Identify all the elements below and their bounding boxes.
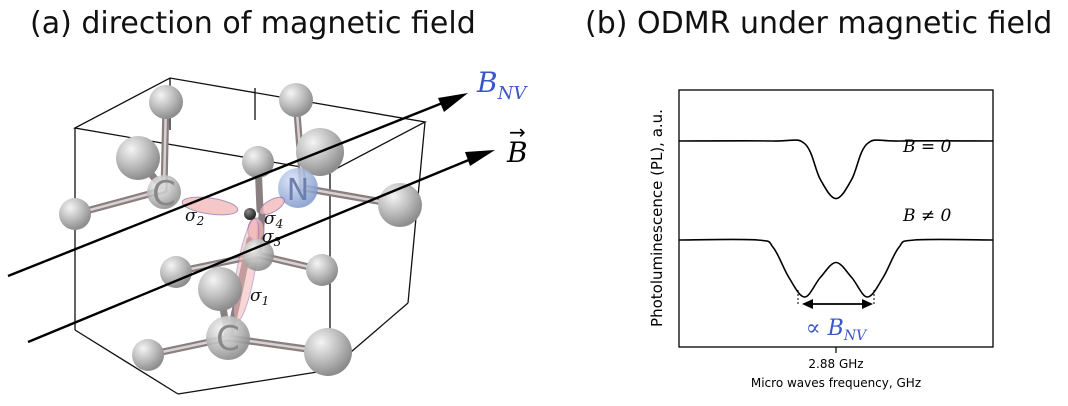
split-arrowhead-right <box>862 299 873 309</box>
carbon-atom-c <box>147 175 181 209</box>
panel-b-title: (b) ODMR under magnetic field <box>585 6 1053 41</box>
carbon-atom <box>306 254 338 286</box>
b-nv-arrowhead <box>438 93 468 112</box>
split-label: ∝ BNV <box>806 316 868 344</box>
b-field-label: B <box>506 136 528 169</box>
carbon-atom <box>149 85 183 119</box>
crystal-diagram: C N C σ2 σ4 σ3 σ1 BNV B → <box>7 66 528 395</box>
x-axis-label: Micro waves frequency, GHz <box>751 376 921 390</box>
vacancy-atom <box>244 208 256 220</box>
odmr-curve-zero-field <box>678 139 994 200</box>
b-vector-arrow: → <box>509 120 526 144</box>
sigma-2-label: σ <box>185 206 197 226</box>
x-tick-label: 2.88 GHz <box>808 357 863 371</box>
carbon-atom <box>304 328 352 376</box>
odmr-curve-nonzero-field <box>678 238 994 298</box>
carbon-atom <box>279 83 313 117</box>
atom-c-label: C <box>152 174 176 214</box>
panel-a-title: (a) direction of magnetic field <box>30 6 476 41</box>
plot-frame <box>678 89 994 348</box>
b-nv-arrow <box>7 98 451 278</box>
carbon-atom <box>242 146 274 178</box>
b-arrowhead <box>465 150 495 166</box>
atom-n-label: N <box>287 173 309 208</box>
sigma-labels: σ2 σ4 σ3 σ1 <box>185 206 283 308</box>
curve-bottom-label: B ≠ 0 <box>902 206 952 226</box>
svg-text:σ4: σ4 <box>264 209 283 231</box>
sigma-1-label: σ <box>250 286 262 306</box>
carbon-atom <box>132 339 164 371</box>
carbon-atom <box>116 136 160 180</box>
curves <box>678 139 994 298</box>
y-axis-label: Photoluminescence (PL), a.u. <box>648 109 666 327</box>
carbon-atom <box>160 256 192 288</box>
svg-text:σ1: σ1 <box>250 286 269 308</box>
atom-c-label: C <box>216 319 240 359</box>
carbon-atom <box>242 239 274 271</box>
nitrogen-atom <box>278 168 318 208</box>
curve-top-label: B = 0 <box>902 137 952 157</box>
carbon-atom <box>59 198 91 230</box>
carbon-atom-c <box>206 316 250 360</box>
b-nv-label: BNV <box>476 66 528 104</box>
b-arrow <box>27 155 477 344</box>
sigma-4-label: σ <box>264 209 276 229</box>
carbon-atom <box>198 267 242 311</box>
svg-text:σ2: σ2 <box>185 206 204 228</box>
field-arrows <box>7 98 477 344</box>
split-arrowhead-left <box>802 299 813 309</box>
